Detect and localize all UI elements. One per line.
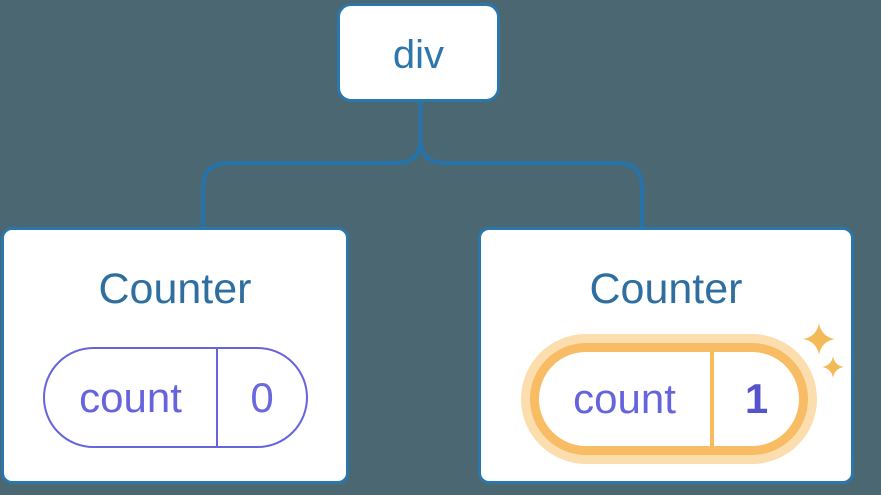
state-value: 1 [744, 375, 769, 422]
state-pill-highlighted: count 1 [530, 343, 808, 455]
pill-divider [710, 352, 714, 446]
state-key-label: count [573, 375, 676, 422]
card-title: Counter [98, 265, 252, 313]
state-key-label: count [79, 373, 182, 421]
connector-left-branch [201, 101, 423, 227]
sparkle-small-icon [822, 356, 844, 378]
pill-divider [216, 349, 218, 446]
state-value: 0 [250, 373, 274, 421]
sparkle-icon [803, 323, 844, 378]
connector-right-branch [418, 101, 644, 227]
root-node-div: div [337, 3, 500, 102]
card-title: Counter [589, 265, 743, 313]
root-node-label: div [392, 32, 445, 77]
counter-card-right: Counter count 1 [478, 227, 854, 484]
counter-card-left: Counter count 0 [1, 227, 349, 484]
state-pill: count 0 [43, 347, 308, 448]
sparkle-large-icon [803, 323, 835, 355]
